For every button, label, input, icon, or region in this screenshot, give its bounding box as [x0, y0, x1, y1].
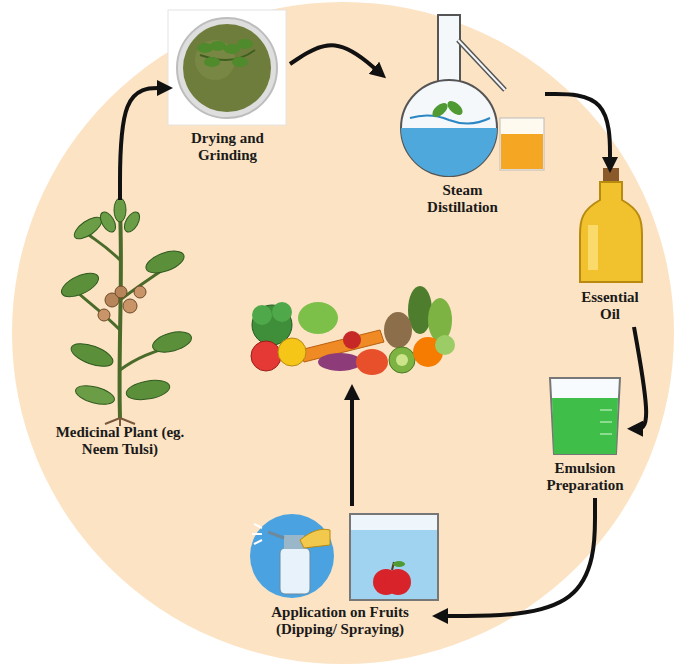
oil-bottle-illustration [580, 182, 642, 282]
fruits-vegetables-illustration [251, 286, 455, 375]
plant-illustration [58, 198, 194, 426]
beaker-illustration [550, 378, 620, 454]
step-label: Essential Oil [571, 287, 649, 327]
arrow [350, 392, 354, 506]
arrow [352, 392, 353, 506]
powder-bowl-illustration [204, 57, 220, 67]
fruits-vegetables-illustration [343, 331, 361, 349]
process-step: Application on Fruits (Dipping/ Spraying… [240, 512, 440, 642]
application-illustration [252, 524, 262, 544]
fruits-vegetables-illustration [384, 312, 412, 348]
application-illustration [268, 532, 284, 538]
powder-bowl-illustration [210, 41, 226, 51]
fruits-vegetables-illustration [396, 354, 408, 366]
flow-arrow [545, 94, 610, 165]
plant-illustration [120, 210, 121, 418]
plant-illustration [150, 328, 193, 356]
step-label: Drying and Grinding [169, 128, 287, 168]
process-step: Emulsion Preparation [535, 372, 635, 498]
illustration-space [380, 10, 545, 180]
plant-illustration [58, 268, 102, 301]
distillation-illustration [410, 115, 490, 123]
application-illustration [250, 514, 438, 600]
fruits-vegetables-illustration [428, 298, 452, 342]
oil-bottle-illustration [603, 168, 619, 182]
fruits-vegetables-illustration [272, 302, 292, 322]
powder-bowl-illustration [168, 10, 286, 125]
plant-illustration [114, 198, 126, 222]
plant-illustration [98, 309, 110, 321]
fruits-vegetables-illustration [252, 305, 272, 325]
application-illustration [300, 529, 330, 548]
plant-illustration [121, 209, 142, 234]
plant-illustration [97, 209, 118, 234]
beaker-illustration [552, 398, 618, 454]
distillation-illustration [438, 15, 460, 85]
application-illustration [280, 548, 310, 594]
step-label: Emulsion Preparation [537, 458, 633, 498]
distillation-illustration [401, 80, 497, 176]
fruits-vegetables-illustration [318, 353, 362, 371]
beaker-illustration [550, 378, 620, 454]
plant-illustration [134, 286, 146, 298]
oil-bottle-illustration [588, 225, 598, 270]
application-illustration [250, 514, 334, 598]
fruits-vegetables-illustration [251, 341, 281, 371]
flow-arrow [440, 498, 595, 616]
plant-illustration [68, 339, 116, 371]
background-circle [12, 2, 674, 664]
illustration-space [165, 8, 290, 128]
powder-bowl-illustration [232, 57, 248, 67]
flow-arrow [120, 88, 165, 200]
plant-illustration [115, 286, 127, 298]
flow-arrow [290, 45, 380, 73]
application-illustration [393, 561, 405, 567]
plant-illustration [123, 299, 137, 313]
fruits-vegetables-illustration [278, 338, 306, 366]
application-illustration [351, 530, 437, 599]
plant-illustration [143, 247, 187, 278]
distillation-illustration [401, 15, 544, 176]
plant-illustration [125, 377, 171, 402]
illustration-space [240, 512, 440, 602]
illustration-space [55, 200, 185, 422]
powder-bowl-illustration [183, 24, 271, 112]
illustration-space [570, 165, 650, 287]
oil-bottle-illustration [580, 168, 642, 282]
powder-bowl-illustration [168, 10, 286, 125]
fruits-vegetables-illustration [356, 349, 388, 375]
background-circle [12, 2, 674, 664]
step-label: Steam Distillation [413, 180, 513, 220]
distillation-illustration [430, 100, 450, 119]
step-label: Application on Fruits (Dipping/ Spraying… [240, 602, 440, 642]
step-label: Medicinal Plant (eg. Neem Tulsi) [55, 422, 185, 462]
flow-arrow [634, 327, 646, 429]
process-step: Essential Oil [570, 165, 650, 327]
distillation-illustration [401, 128, 497, 176]
process-step: Drying and Grinding [165, 8, 290, 168]
powder-bowl-illustration [177, 18, 277, 118]
fruits-vegetables-illustration [298, 302, 338, 334]
beaker-illustration [600, 410, 612, 434]
fruits-vegetables-illustration [389, 347, 415, 373]
application-illustration [385, 569, 411, 595]
fruits-vegetables-illustration [435, 335, 455, 355]
application-illustration [350, 514, 438, 600]
illustration-space [535, 372, 635, 458]
distillation-illustration [500, 118, 544, 170]
distillation-illustration [445, 98, 465, 117]
distillation-illustration [501, 134, 543, 169]
process-step: Steam Distillation [380, 10, 545, 220]
plant-illustration [74, 382, 117, 408]
powder-bowl-illustration [237, 39, 253, 49]
process-step: Medicinal Plant (eg. Neem Tulsi) [55, 200, 185, 462]
